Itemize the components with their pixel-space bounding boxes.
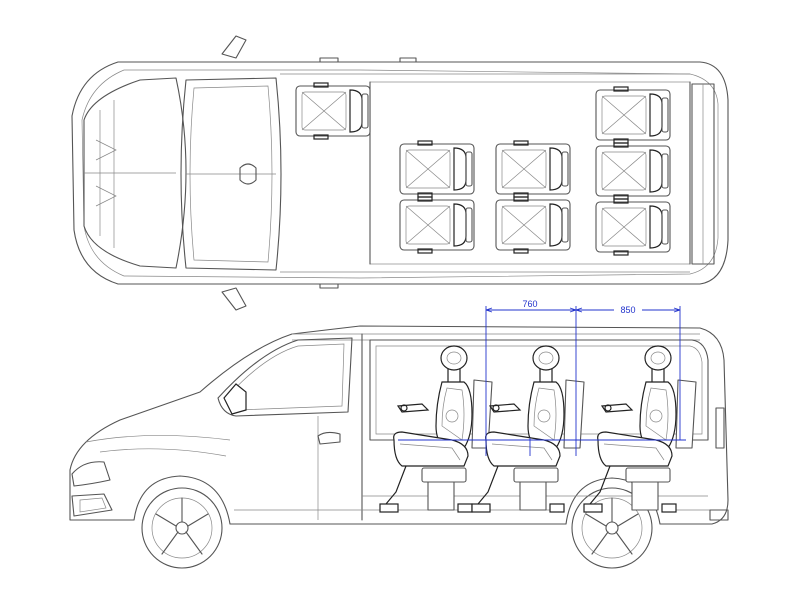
front-wheel bbox=[141, 487, 223, 569]
van-side-view bbox=[69, 325, 729, 569]
van-top-view bbox=[71, 35, 729, 311]
front-passenger-seat-top bbox=[295, 82, 371, 140]
row4-seat-top-right bbox=[595, 198, 671, 256]
row2-seat-top-right bbox=[399, 196, 475, 254]
row4-seat-top-left bbox=[595, 86, 671, 144]
dimension-label-760: 760 bbox=[522, 299, 537, 309]
row4-seat-top-middle bbox=[595, 142, 671, 200]
row3-seat-top-left bbox=[495, 140, 571, 198]
dimension-annotations: 760 850 bbox=[398, 298, 686, 456]
row3-seat-top-right bbox=[495, 196, 571, 254]
dimension-label-850: 850 bbox=[620, 305, 635, 315]
row2-seat-top-left bbox=[399, 140, 475, 198]
